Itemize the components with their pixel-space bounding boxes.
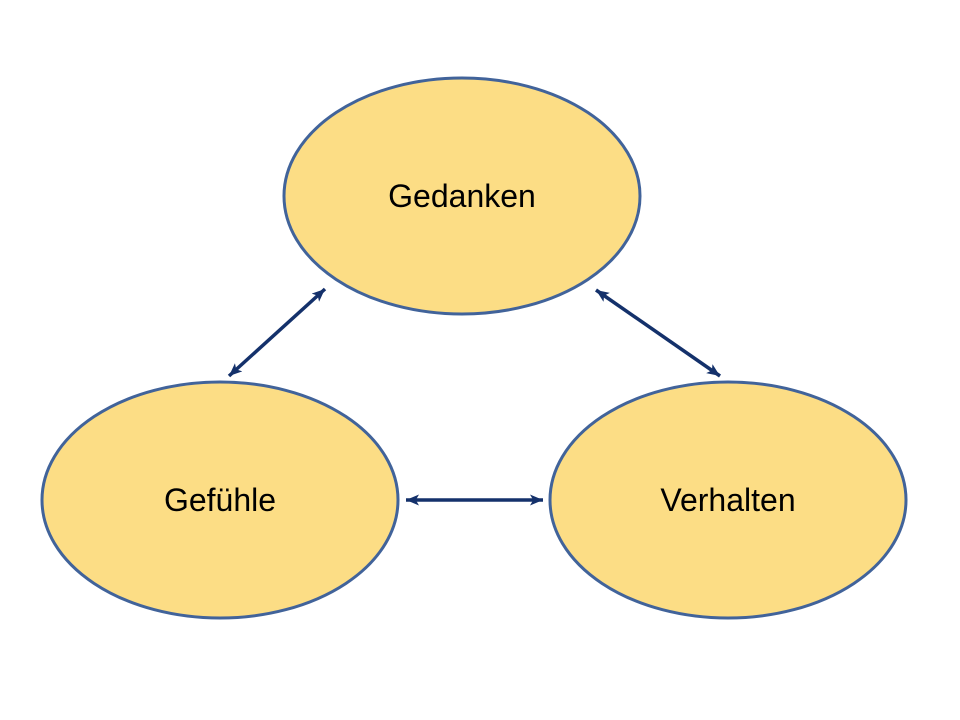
node-label-gedanken: Gedanken: [388, 178, 536, 214]
diagram-edges: [227, 287, 721, 506]
node-label-gefuehle: Gefühle: [164, 482, 276, 518]
node-ellipse-gefuehle: [40, 380, 400, 620]
arrow-gefuehle-gedanken: [227, 287, 327, 378]
node-label-verhalten: Verhalten: [660, 482, 795, 518]
arrow-gedanken-verhalten: [595, 288, 721, 378]
node-gefuehle: Gefühle: [40, 380, 400, 620]
node-ellipse-gedanken: [282, 76, 642, 316]
node-verhalten: Verhalten: [548, 380, 908, 620]
node-ellipse-verhalten: [548, 380, 908, 620]
node-gedanken: Gedanken: [282, 76, 642, 316]
